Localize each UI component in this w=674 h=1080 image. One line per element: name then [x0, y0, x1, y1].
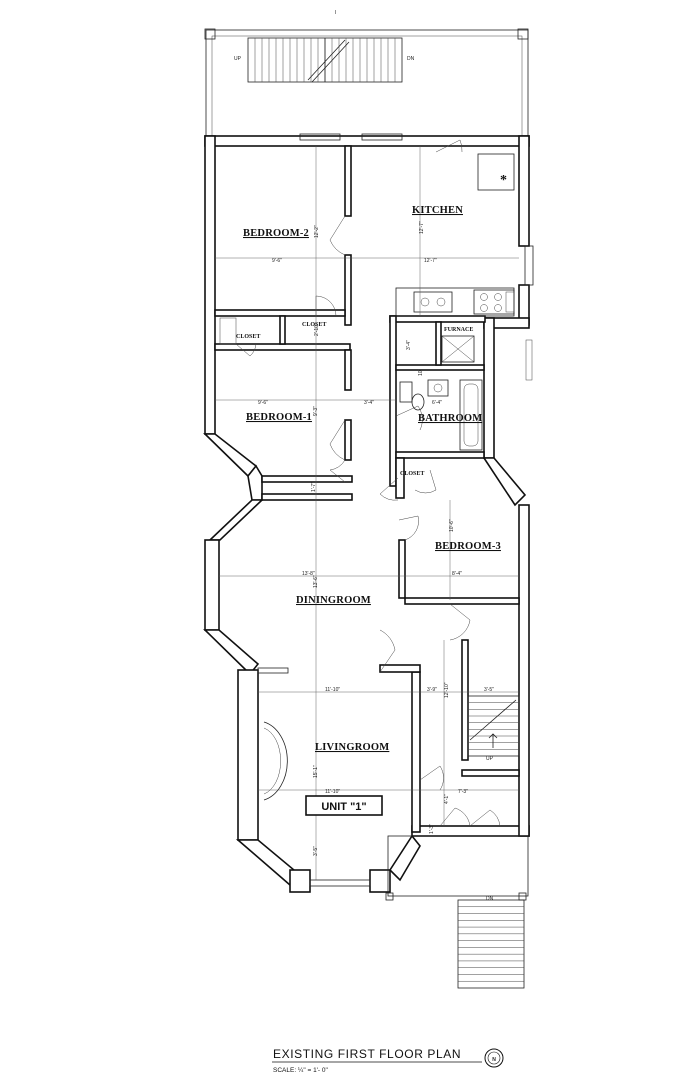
- top-reference-mark: I: [335, 10, 336, 16]
- dim-bed1-width: 9'-6": [258, 400, 268, 406]
- room-label-furnace: FURNACE: [444, 327, 473, 333]
- dim-furnace-depth: 3'-4": [406, 340, 412, 350]
- dim-hall-width: 3'-4": [364, 400, 374, 406]
- furnace-unit: [441, 335, 475, 363]
- room-label-bathroom: BATHROOM: [418, 413, 482, 424]
- room-label-closet-right: CLOSET: [302, 322, 326, 328]
- dim-dining-width: 13'-8": [302, 571, 315, 577]
- unit-label-box: UNIT "1": [305, 795, 383, 816]
- dim-entry-depth: 1'-3": [429, 824, 435, 834]
- dim-stair-depth: 12'-10": [444, 682, 450, 698]
- dim-vestibule-depth: 1'-7": [311, 482, 317, 492]
- interior-walls: [214, 145, 520, 833]
- room-label-livingroom: LIVINGROOM: [315, 742, 389, 753]
- dim-bed3-depth: 10'-6": [449, 519, 455, 532]
- dim-bed1-depth: 9'-3": [313, 406, 319, 416]
- room-label-closet-small: CLOSET: [400, 471, 424, 477]
- dim-bed2-depth: 12'-2": [314, 225, 320, 238]
- doors: [235, 139, 501, 827]
- kitchen-symbol: *: [500, 173, 507, 188]
- room-label-bedroom-2: BEDROOM-2: [243, 228, 309, 239]
- dim-living-width-top: 11'-10": [325, 687, 340, 693]
- dim-dining-depth: 13'-6": [313, 575, 319, 588]
- drawing-scale: SCALE: ¼" = 1'- 0": [273, 1067, 329, 1074]
- front-stair-down-label: DN: [486, 896, 494, 902]
- dim-bath-depth: 10': [418, 369, 424, 376]
- dim-living-width-bottom: 11'-10": [325, 789, 340, 795]
- north-arrow-icon: N: [492, 1057, 496, 1063]
- dim-hall-width-2: 3'-9": [427, 687, 437, 693]
- dim-stair-landing-depth: 4'-1": [444, 794, 450, 804]
- room-label-kitchen: KITCHEN: [412, 205, 463, 216]
- dim-stair-landing-width: 7'-3": [458, 789, 468, 795]
- dim-bed3-width: 8'-4": [452, 571, 462, 577]
- interior-stairs: [467, 695, 520, 757]
- room-label-diningroom: DININGROOM: [296, 595, 371, 606]
- dim-kitchen-depth: 12'-7": [419, 221, 425, 234]
- rear-stairs: [247, 37, 403, 83]
- rear-stair-up-label: UP: [234, 56, 242, 62]
- exterior-walls: [203, 135, 530, 893]
- dim-bay-depth: 3'-5": [313, 846, 319, 856]
- rear-deck: [204, 28, 529, 137]
- title-block: EXISTING FIRST FLOOR PLAN SCALE: ¼" = 1'…: [272, 1047, 504, 1074]
- dim-bed2-width: 9'-6": [272, 258, 282, 264]
- kitchen-fixtures: [395, 153, 515, 317]
- room-label-closet-left: CLOSET: [236, 334, 260, 340]
- unit-label: UNIT "1": [321, 801, 366, 813]
- rear-stair-down-label: DN: [407, 56, 415, 62]
- windows: [299, 133, 534, 381]
- dim-closet-depth: 2'-10": [314, 323, 320, 336]
- room-label-bedroom-1: BEDROOM-1: [246, 412, 312, 423]
- bathroom-fixtures: [399, 379, 483, 451]
- drawing-title: EXISTING FIRST FLOOR PLAN: [273, 1047, 461, 1061]
- room-label-bedroom-3: BEDROOM-3: [435, 541, 501, 552]
- front-stairs: [457, 899, 525, 989]
- dim-bath-width: 6'-4": [432, 400, 442, 406]
- dim-kitchen-width: 12'-7": [424, 258, 437, 264]
- dim-living-depth: 15'-1": [313, 765, 319, 778]
- dimension-lines: [215, 146, 519, 880]
- interior-stair-up-label: UP: [486, 756, 494, 762]
- fireplace: [263, 721, 288, 801]
- dim-stair-width: 3'-5": [484, 687, 494, 693]
